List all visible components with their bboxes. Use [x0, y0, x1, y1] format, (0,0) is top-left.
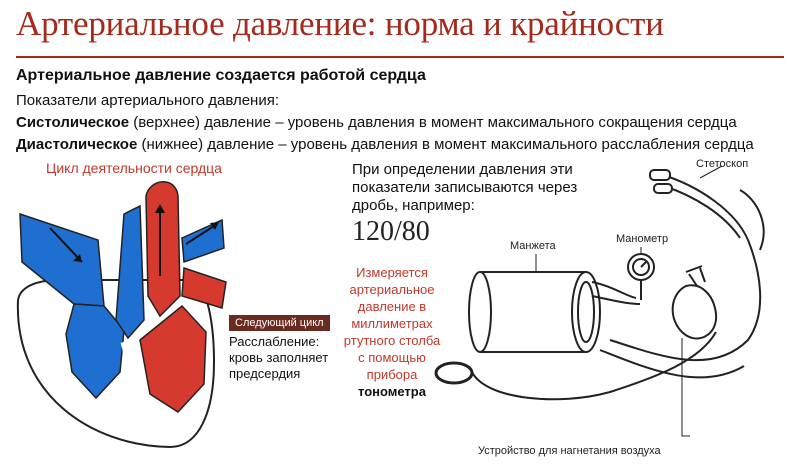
recording-line: При определении давления эти	[352, 161, 573, 178]
relaxation-line: предсердия	[229, 366, 301, 381]
measurement-line: прибора	[366, 367, 418, 382]
example-pressure-value: 120/80	[352, 216, 430, 247]
measurement-line: с помощью	[358, 350, 426, 365]
recording-note: При определении давления эти показатели …	[352, 161, 577, 215]
measurement-line: миллиметрах	[351, 316, 433, 331]
relaxation-line: кровь заполняет	[229, 350, 329, 365]
diastolic-description: (нижнее) давление – уровень давления в м…	[137, 136, 754, 153]
device-name: тонометра	[358, 384, 426, 399]
tonometer-illustration	[434, 165, 765, 437]
pump-label: Устройство для нагнетания воздуха	[478, 445, 661, 457]
measurement-line: артериальное	[349, 282, 435, 297]
relaxation-note: Расслабление: кровь заполняет предсердия	[229, 334, 339, 382]
section-heading: Артериальное давление создается работой …	[16, 67, 426, 84]
systolic-description: (верхнее) давление – уровень давления в …	[129, 114, 737, 131]
manometer-label: Манометр	[616, 233, 669, 245]
measurement-line: ртутного столба	[343, 333, 441, 348]
stethoscope-label: Стетоскоп	[696, 158, 749, 170]
measurement-line: давление в	[357, 299, 427, 314]
page-title: Артериальное давление: норма и крайности	[16, 4, 664, 43]
title-divider	[16, 56, 784, 58]
intro-text: Показатели артериального давления:	[16, 92, 279, 109]
next-cycle-badge: Следующий цикл	[229, 315, 330, 331]
measurement-line: Измеряется	[356, 265, 428, 280]
heart-diagram	[16, 181, 227, 449]
systolic-term: Систолическое	[16, 114, 130, 131]
heart-cycle-label: Цикл деятельности сердца	[46, 160, 222, 176]
measurement-note: Измеряется артериальное давление в милли…	[338, 264, 446, 400]
diastolic-definition: Диастолическое (нижнее) давление – урове…	[16, 136, 754, 153]
recording-line: показатели записываются через	[352, 179, 578, 196]
relaxation-line: Расслабление:	[229, 334, 320, 349]
systolic-definition: Систолическое (верхнее) давление – урове…	[16, 114, 737, 131]
cuff-label: Манжета	[510, 240, 556, 252]
diastolic-term: Диастолическое	[16, 136, 138, 153]
recording-line: дробь, например:	[352, 197, 475, 214]
